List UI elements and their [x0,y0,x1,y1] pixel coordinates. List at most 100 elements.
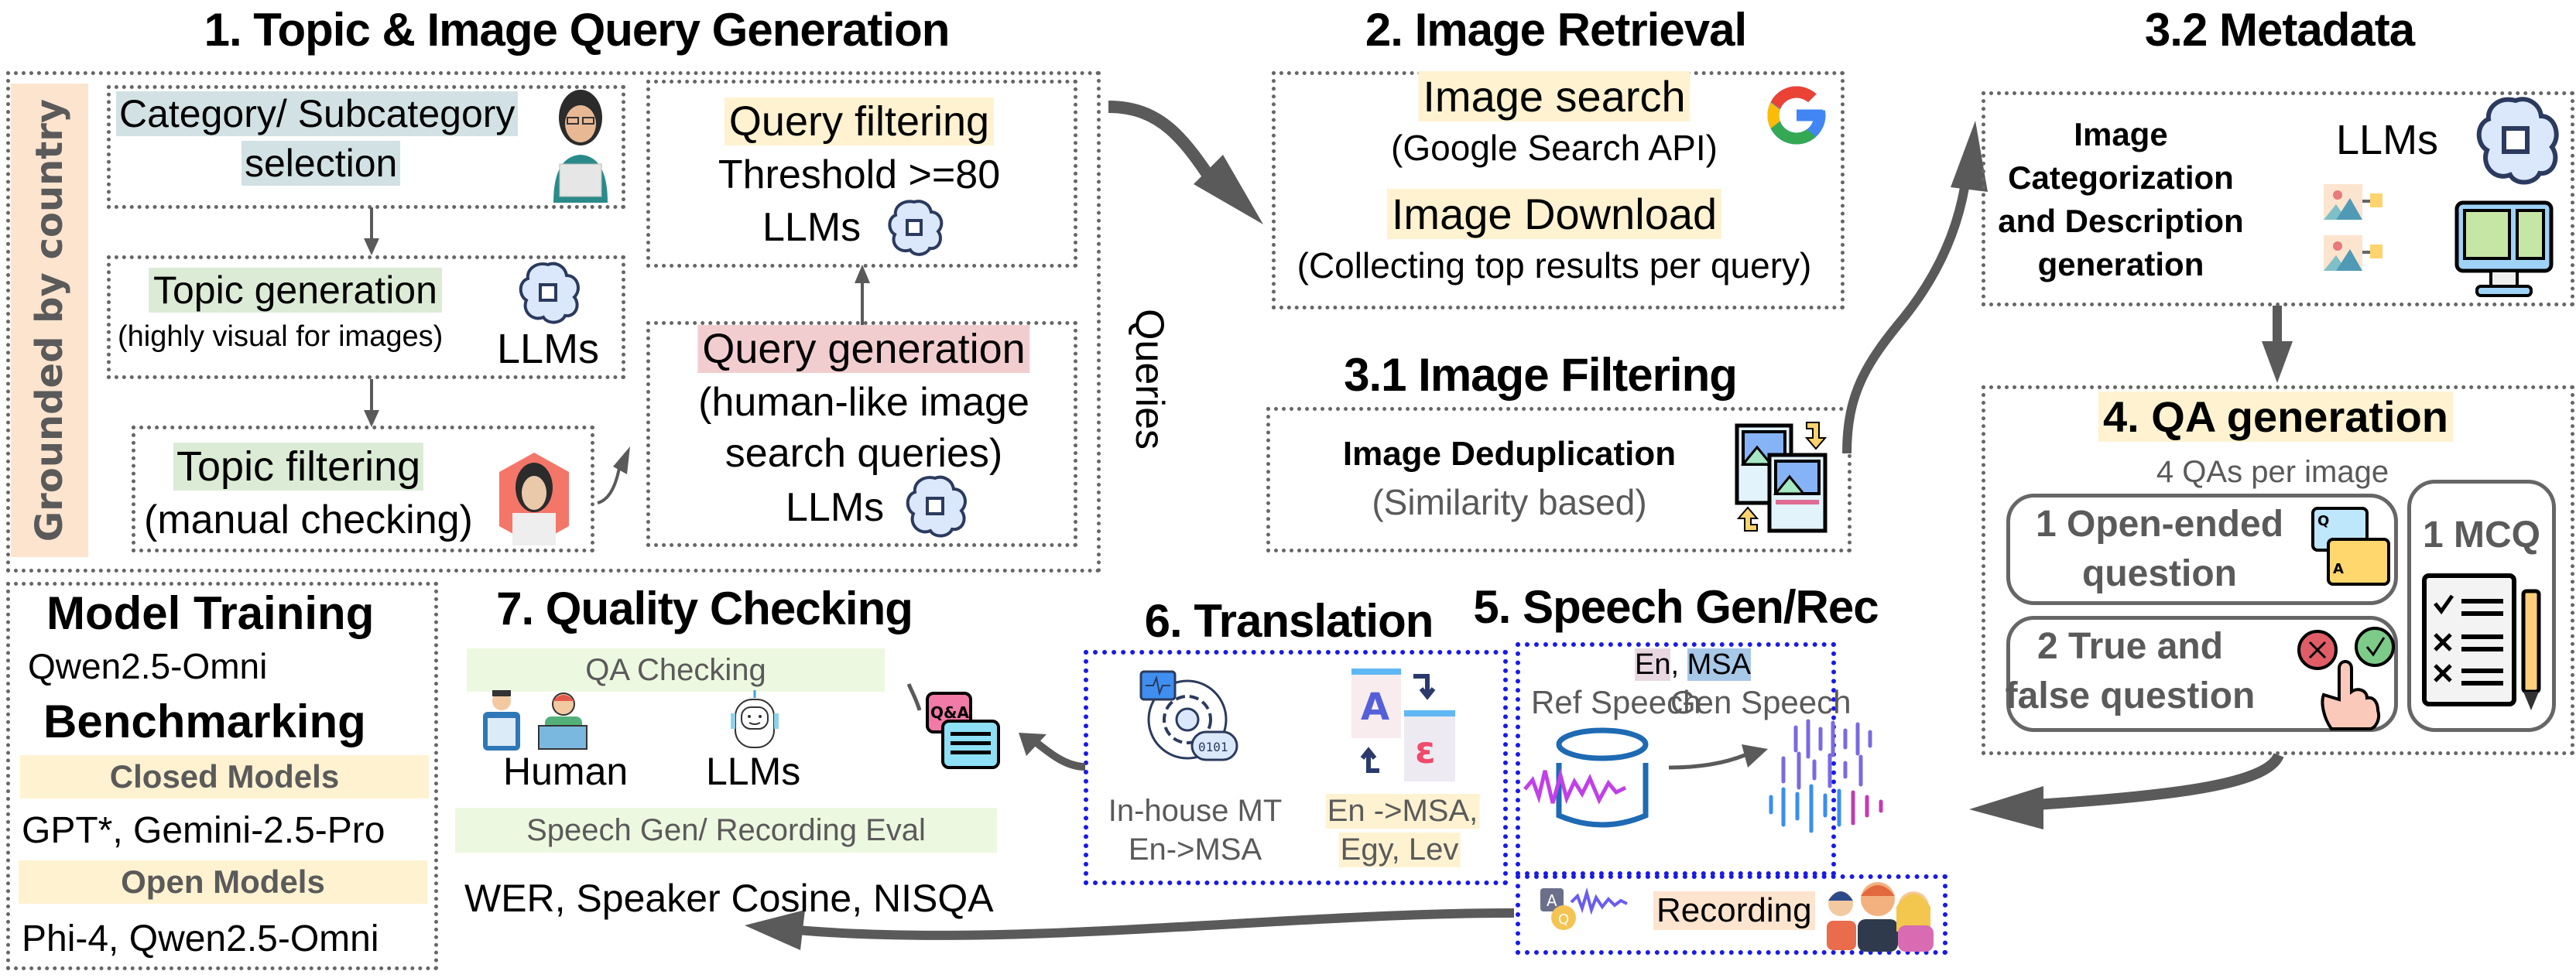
mcq-card [2407,480,2556,732]
queries-label: Queries [1127,308,1172,450]
image-download-label: Image Download [1386,189,1722,239]
model-training-title: Model Training [46,587,375,639]
arrow-filter-to-query-gen [597,446,630,504]
lang-msa: MSA [1687,648,1751,681]
image-search-label: Image search [1418,71,1690,121]
open-models-label: Open Models [19,860,427,904]
topic-generation-sub: (highly visual for images) [118,320,444,353]
qa-chat-bubbles-icon: Q A [2311,507,2390,586]
machine-translation-gear-icon: 0101 [1139,670,1238,761]
arrow-topic-gen-to-filter [364,379,379,427]
image-approve-reject-icon [2324,184,2382,271]
image-download-sub: (Collecting top results per query) [1297,245,1812,286]
true-false-card [2006,616,2398,732]
svg-text:Q: Q [1558,911,1569,928]
query-generation-label: Query generation [697,325,1030,373]
topic-filtering-sub: (manual checking) [144,498,473,542]
true-false-hand-icon [2297,627,2395,730]
arrow-qa-to-speech [1969,752,2284,829]
image-filtering-box [1266,407,1852,552]
language-translate-icon: A ε [1351,669,1455,781]
section1-container [6,71,1101,573]
speech-database-icon [1523,727,1649,828]
topic-generation-tool: LLMs [497,326,600,372]
closed-models-label: Closed Models [20,755,429,798]
llms-label: LLMs [706,750,801,793]
duplicate-images-icon [1735,422,1828,533]
recording-team-icon [1827,882,1934,952]
speech-gen-box [1516,642,1836,876]
llm-robot-icon [731,690,779,748]
benchmarking-title: Benchmarking [43,696,366,747]
recording-label: Recording [1653,891,1815,930]
metadata-line2: Categorization [2008,159,2234,196]
metadata-tool: LLMs [2336,117,2439,163]
metadata-line1: Image [2074,116,2168,152]
query-filtering-threshold: Threshold >=80 [718,152,1001,197]
query-filtering-tool: LLMs [762,205,862,250]
speech-eval-label: Speech Gen/ Recording Eval [455,808,997,853]
metadata-line4: generation [2037,246,2204,282]
closed-models-list: GPT*, Gemini-2.5-Pro [22,810,385,851]
image-search-sub: (Google Search API) [1391,128,1718,168]
in-house-mt-line1: In-house MT [1108,794,1283,828]
qa-chat-icon: Q&A [906,683,1000,769]
gen-speech-label: Gen Speech [1670,684,1852,720]
arrow-filtering-to-metadata [1842,121,1988,454]
google-icon [1767,86,1826,145]
topic-filtering-label: Topic filtering [173,443,424,491]
query-generation-sub1: (human-like image [698,380,1029,425]
mcq-label: 1 MCQ [2422,515,2541,556]
model-training-model: Qwen2.5-Omni [28,646,268,686]
arrow-recording-to-metrics [745,908,1515,950]
svg-text:A: A [1361,686,1389,729]
open-ended-card [2006,494,2398,605]
brain-chip-icon [519,262,580,324]
qa-checking-label: QA Checking [467,648,885,692]
lang-separator: , [1670,648,1680,681]
topic-generation-box [107,255,625,379]
speech-eval-metrics: WER, Speaker Cosine, NISQA [464,877,994,920]
svg-text:Q: Q [2317,513,2329,529]
category-selection-box [107,85,625,209]
qa-generation-title: 4. QA generation [2098,392,2454,442]
grounded-by-country-strip: Grounded by country [11,84,88,557]
svg-text:0101: 0101 [1198,740,1228,754]
checklist-pencil-icon [2422,573,2541,710]
true-false-line1: 2 True and [2036,626,2224,667]
qa-per-image: 4 QAs per image [2156,455,2389,489]
qa-generation-box [1982,385,2574,755]
section32-title: 3.2 Metadata [2144,4,2415,56]
image-deduplication-label: Image Deduplication [1342,435,1677,473]
arrow-category-to-topic [364,207,379,255]
topic-generation-label: Topic generation [149,268,442,313]
section31-title: 3.1 Image Filtering [1344,349,1738,401]
woman-with-laptop-icon [553,90,608,203]
section1-title: 1. Topic & Image Query Generation [204,4,951,56]
query-filtering-label: Query filtering [724,97,995,145]
section6-title: 6. Translation [1144,595,1434,647]
open-ended-line1: 1 Open-ended [2035,504,2284,545]
topic-filtering-box [132,426,594,552]
grounded-by-country-label: Grounded by country [28,98,71,542]
translation-box [1084,650,1508,885]
monitor-description-icon [2454,200,2554,297]
metadata-box [1982,91,2574,306]
metadata-line3: and Description [1998,203,2244,239]
brain-chip-icon [888,200,944,256]
generated-waveform-icon [1769,719,1883,833]
translation-targets-line1: En ->MSA, [1325,794,1480,829]
arrow-query-gen-to-filter [855,265,870,328]
arrow-metadata-to-qa [2262,306,2293,383]
arrow-queries-to-retrieval [1108,101,1263,224]
open-models-list: Phi-4, Qwen2.5-Omni [22,918,379,959]
arrow-ref-to-gen [1668,744,1768,770]
svg-text:ε: ε [1415,729,1436,772]
section5-title: 5. Speech Gen/Rec [1473,581,1879,633]
speech-languages: En, MSA [1635,648,1751,682]
open-ended-line2: question [2082,553,2237,594]
svg-text:A: A [1547,891,1557,910]
models-box [6,582,438,970]
section2-title: 2. Image Retrieval [1365,4,1747,56]
audio-qa-icon: A Q [1540,887,1628,930]
